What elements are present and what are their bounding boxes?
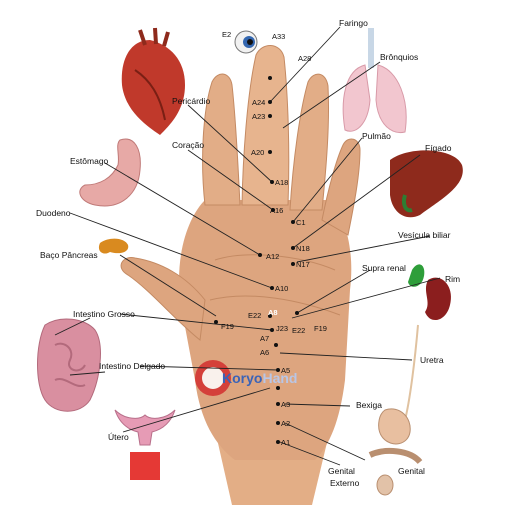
point-a5: A5 xyxy=(281,366,291,375)
bladder-genital-organ xyxy=(368,408,423,496)
leader-lines xyxy=(54,26,441,466)
point-n18: N18 xyxy=(296,244,310,253)
kidney-organ xyxy=(404,277,451,421)
point-a10: A10 xyxy=(275,284,289,293)
label-bexiga: Bexiga xyxy=(356,400,382,410)
point-a33: A33 xyxy=(272,32,286,41)
label-pericardio: Pericárdio xyxy=(172,96,211,106)
label-supra-renal: Supra renal xyxy=(362,263,406,273)
point-e2: E2 xyxy=(222,30,232,39)
label-genital-externo-line2: Externo xyxy=(330,478,360,488)
intestines-organ xyxy=(37,318,101,412)
label-rim: Rim xyxy=(445,274,461,284)
label-faringo: Faringo xyxy=(339,18,368,28)
point-a18: A18 xyxy=(275,178,289,187)
point-n17: N17 xyxy=(296,260,310,269)
liver-organ xyxy=(390,150,463,218)
ring-finger xyxy=(289,73,330,211)
point-a12: A12 xyxy=(266,252,280,261)
point-a8: A8 xyxy=(268,308,278,317)
point-c1: C1 xyxy=(296,218,306,227)
hand-illustration xyxy=(120,45,361,505)
point-a24: A24 xyxy=(252,98,266,107)
label-utero: Útero xyxy=(108,432,129,442)
point-j23: J23 xyxy=(276,324,289,333)
point-a2: A2 xyxy=(281,419,291,428)
point-a7: A7 xyxy=(260,334,270,343)
index-finger xyxy=(202,73,241,206)
heart-organ xyxy=(121,27,185,135)
point-a3: A3 xyxy=(281,400,291,409)
label-genital-externo-line1: Genital xyxy=(328,466,355,476)
label-duodeno: Duodeno xyxy=(36,208,71,218)
point-e22-left: E22 xyxy=(248,311,262,320)
point-a6: A6 xyxy=(260,348,270,357)
watermark-logo xyxy=(195,360,231,396)
watermark-tail: Hand xyxy=(262,370,298,386)
pancreas-organ xyxy=(98,238,129,254)
point-a16: A16 xyxy=(270,206,284,215)
label-coracao: Coração xyxy=(172,140,205,150)
eye-organ xyxy=(234,30,258,54)
label-figado: Fígado xyxy=(425,143,452,153)
stomach-organ xyxy=(79,138,141,207)
lungs-organ xyxy=(342,28,407,134)
palm xyxy=(179,200,352,460)
label-pulmao: Pulmão xyxy=(362,131,391,141)
point-a28: A28 xyxy=(298,54,312,63)
label-uretra: Uretra xyxy=(420,355,444,365)
adrenal-organ xyxy=(408,264,425,287)
point-f19-left: F19 xyxy=(221,322,234,331)
label-estomago: Estômago xyxy=(70,156,109,166)
point-a23: A23 xyxy=(252,112,266,121)
thumb xyxy=(120,257,206,341)
label-vesicula-biliar: Vesícula biliar xyxy=(398,230,451,240)
label-baco-pancreas: Baço Pâncreas xyxy=(40,250,98,260)
point-e22-right: E22 xyxy=(292,326,306,335)
label-intestino-delgado: Intestino Delgado xyxy=(99,361,166,371)
watermark-text: KoryoHand xyxy=(222,370,297,386)
uterus-organ xyxy=(114,409,176,480)
point-f19-right: F19 xyxy=(314,324,327,333)
point-a20: A20 xyxy=(251,148,265,157)
point-a1: A1 xyxy=(281,438,291,447)
label-bronquios: Brônquios xyxy=(380,52,419,62)
little-finger xyxy=(321,138,361,236)
label-genital: Genital xyxy=(398,466,425,476)
label-intestino-grosso: Intestino Grosso xyxy=(73,309,135,319)
watermark-brand: Koryo xyxy=(222,370,263,386)
acupoint-dots xyxy=(214,76,299,444)
